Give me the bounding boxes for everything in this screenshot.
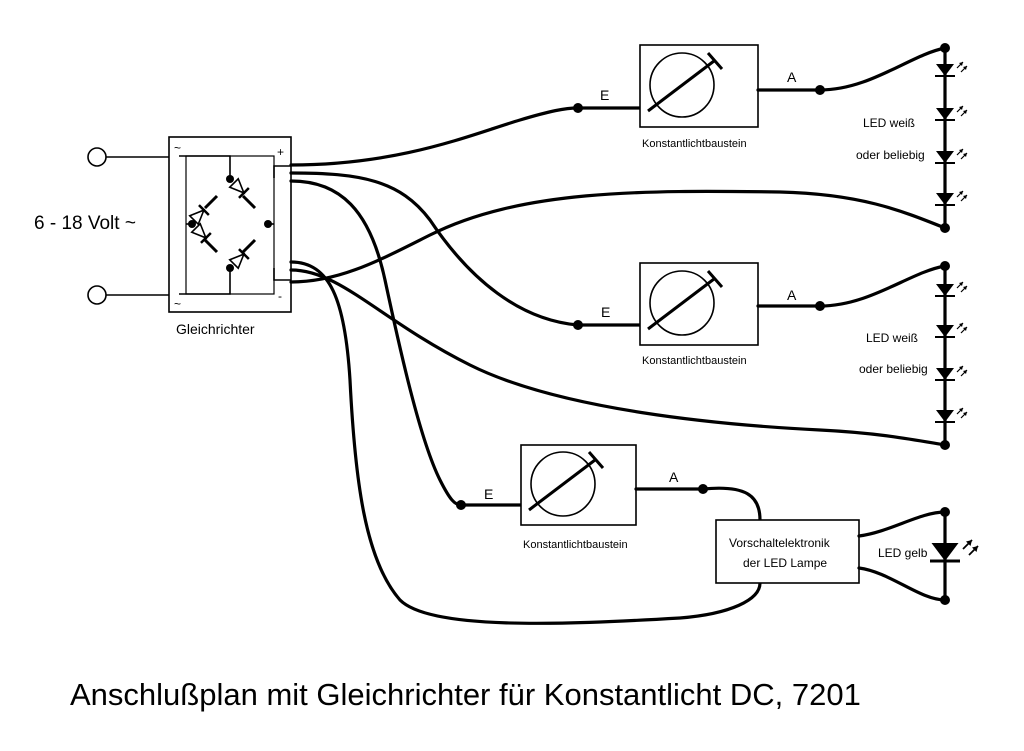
ac-input-terminal-top (87, 147, 169, 167)
module-1-input-label: E (600, 87, 609, 103)
yellow-led-label: LED gelb (878, 546, 928, 560)
led-chain-2-label-line2: oder beliebig (859, 362, 928, 376)
plus-wire-to-module-3 (289, 179, 523, 507)
minus-wire-to-chain-1 (289, 189, 947, 284)
rectifier-plus-symbol: + (277, 145, 284, 159)
minus-wire-to-chain-2 (289, 268, 947, 447)
led-driver-box: Vorschaltelektronik der LED Lampe (715, 510, 947, 602)
led-2b (934, 322, 968, 338)
constant-light-module-1: E A Konstantlichtbaustein (573, 44, 947, 150)
module-3-input-label: E (484, 486, 493, 502)
input-voltage-label: 6 - 18 Volt ~ (34, 213, 136, 234)
rectifier-label: Gleichrichter (176, 321, 255, 337)
minus-wire-to-driver (289, 260, 762, 625)
plus-wire-to-module-1 (289, 106, 642, 167)
led-chain-1: LED weiß oder beliebig (856, 43, 968, 233)
ac-input-terminal-bottom (87, 285, 169, 305)
module-3-output-label: A (669, 469, 679, 485)
led-2a (934, 281, 968, 297)
rectifier-ac-symbol-bottom: ~ (174, 297, 181, 311)
rectifier-ac-symbol-top: ~ (174, 141, 181, 155)
constant-light-module-2: E A Konstantlichtbaustein (573, 262, 947, 367)
led-1d (934, 190, 968, 206)
rectifier-minus-symbol: - (278, 289, 282, 303)
led-chain-1-label-line1: LED weiß (863, 116, 915, 130)
led-2d (934, 407, 968, 423)
module-1-output-label: A (787, 69, 797, 85)
led-chain-1-label-line2: oder beliebig (856, 148, 925, 162)
yellow-led: LED gelb (878, 507, 980, 605)
plus-wire-to-module-2 (289, 171, 642, 327)
constant-light-module-3: E A Konstantlichtbaustein (456, 444, 762, 551)
led-chain-2-label-line1: LED weiß (866, 331, 918, 345)
rectifier-block: ~ ~ + - (168, 136, 292, 313)
diagram-caption: Anschlußplan mit Gleichrichter für Konst… (70, 677, 861, 712)
led-chain-2: LED weiß oder beliebig (859, 261, 968, 450)
module-2-input-label: E (601, 304, 610, 320)
led-2c (934, 365, 968, 381)
led-1b (934, 105, 968, 121)
module-2-output-label: A (787, 287, 797, 303)
module-2-label: Konstantlichtbaustein (642, 355, 747, 367)
led-1a (934, 61, 968, 77)
driver-label-line2: der LED Lampe (743, 556, 827, 570)
module-1-label: Konstantlichtbaustein (642, 138, 747, 150)
module-3-label: Konstantlichtbaustein (523, 539, 628, 551)
led-1c (934, 148, 968, 164)
driver-label-line1: Vorschaltelektronik (729, 536, 831, 550)
